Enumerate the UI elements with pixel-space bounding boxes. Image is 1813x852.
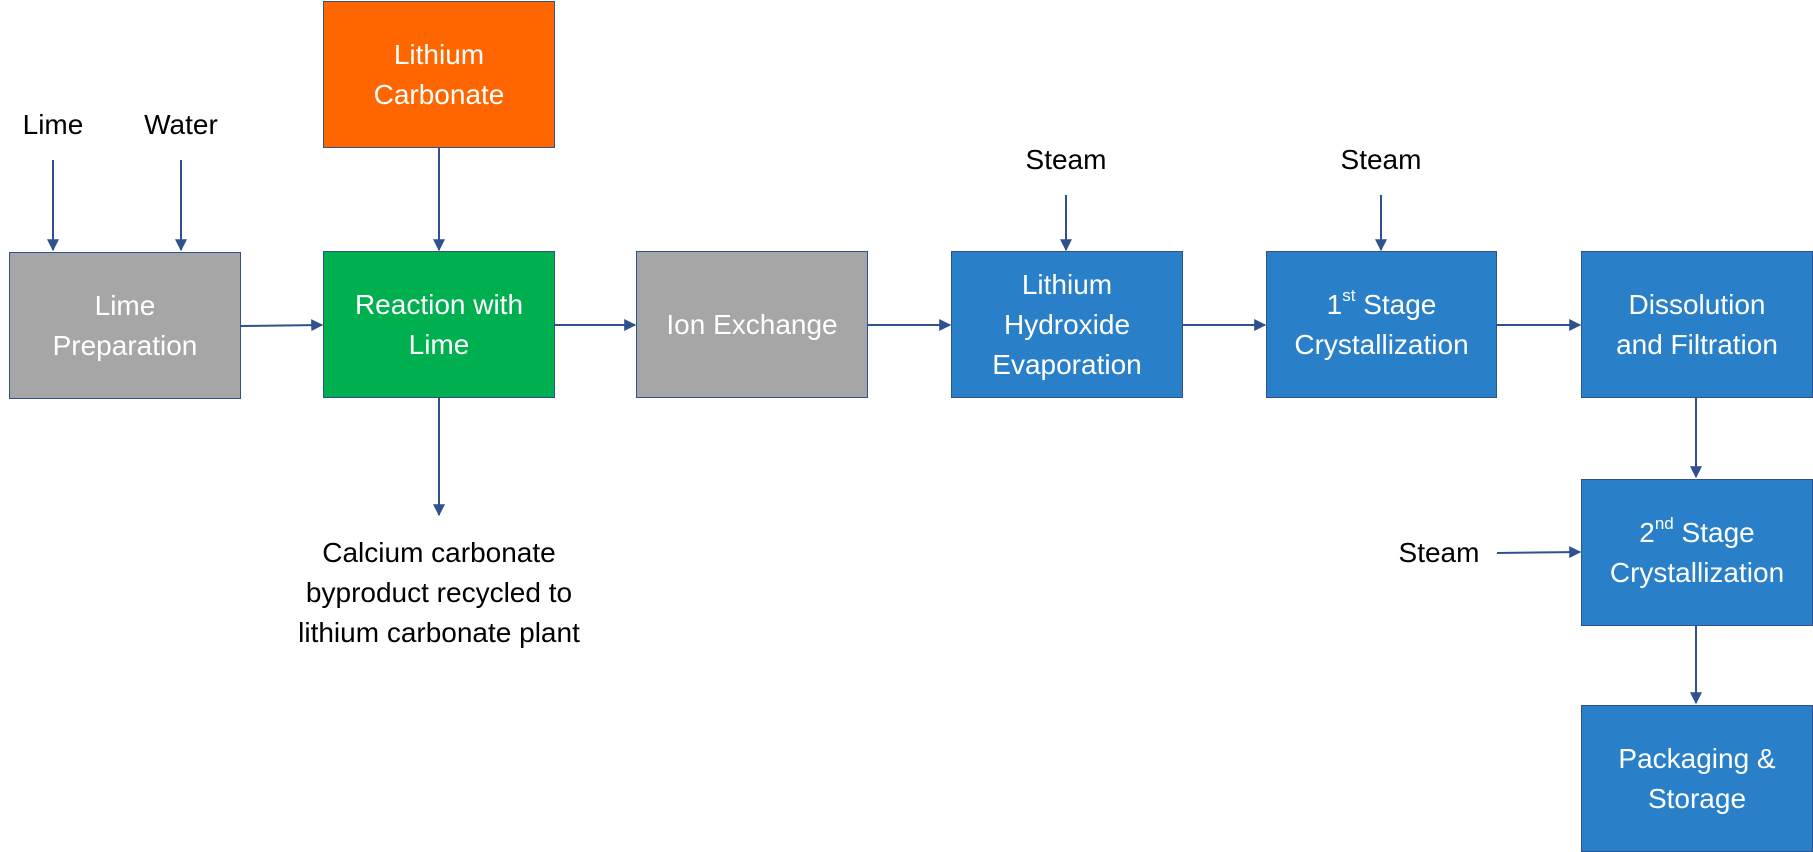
box-dissolution-line2: and Filtration <box>1616 328 1778 360</box>
box-lime-preparation: Lime Preparation <box>9 252 241 399</box>
box-lithium-carbonate: Lithium Carbonate <box>323 1 555 148</box>
box-lime-preparation-line2: Preparation <box>52 329 198 361</box>
box-first-stage-line1: 1st Stage <box>1294 285 1468 325</box>
box-second-stage-crystallization: 2nd Stage Crystallization <box>1581 479 1813 626</box>
box-lithium-carbonate-line1: Lithium <box>393 38 485 70</box>
box-dissolution-filtration: Dissolution and Filtration <box>1581 251 1813 398</box>
arrow-limeprep-to-reaction <box>240 319 324 332</box>
box-reaction-with-lime-line1: Reaction with <box>354 288 524 320</box>
label-water-input: Water <box>144 109 218 140</box>
box-packaging-line1: Packaging & <box>1618 742 1776 774</box>
label-lime-input: Lime <box>22 109 84 140</box>
box-lithium-hydroxide-evaporation: Lithium Hydroxide Evaporation <box>951 251 1183 398</box>
first-stage-num: 1 <box>1326 288 1343 320</box>
label-steam-first-stage: Steam <box>1340 144 1422 175</box>
byproduct-line1: Calcium carbonate <box>322 537 556 568</box>
arrow-steam-to-secondstage <box>1496 546 1582 559</box>
box-lime-preparation-line1: Lime <box>94 289 156 321</box>
box-evaporation-line1: Lithium <box>1021 268 1113 300</box>
box-second-stage-line1: 2nd Stage <box>1610 513 1784 553</box>
byproduct-line3: lithium carbonate plant <box>298 617 580 648</box>
box-reaction-with-lime: Reaction with Lime <box>323 251 555 398</box>
box-ion-exchange: Ion Exchange <box>636 251 868 398</box>
box-packaging-line2: Storage <box>1647 782 1747 814</box>
box-packaging-storage: Packaging & Storage <box>1581 705 1813 852</box>
label-steam-evaporation: Steam <box>1025 144 1107 175</box>
second-stage-rest: Stage <box>1673 516 1755 548</box>
second-stage-sup: nd <box>1654 514 1674 534</box>
box-evaporation-line3: Evaporation <box>992 348 1142 380</box>
box-evaporation-line2: Hydroxide <box>1003 308 1131 340</box>
byproduct-note: Calcium carbonate byproduct recycled to … <box>259 533 619 653</box>
box-ion-exchange-label: Ion Exchange <box>666 308 838 340</box>
label-steam-second-stage: Steam <box>1398 537 1480 568</box>
box-second-stage-line2: Crystallization <box>1609 556 1785 588</box>
first-stage-rest: Stage <box>1355 288 1437 320</box>
byproduct-line2: byproduct recycled to <box>305 577 573 608</box>
box-first-stage-line2: Crystallization <box>1294 328 1469 360</box>
second-stage-num: 2 <box>1639 516 1655 548</box>
first-stage-sup: st <box>1342 286 1356 306</box>
box-lithium-carbonate-line2: Carbonate <box>373 78 505 110</box>
box-dissolution-line1: Dissolution <box>1628 288 1766 320</box>
box-reaction-with-lime-line2: Lime <box>408 328 470 360</box>
box-first-stage-crystallization: 1st Stage Crystallization <box>1266 251 1497 398</box>
